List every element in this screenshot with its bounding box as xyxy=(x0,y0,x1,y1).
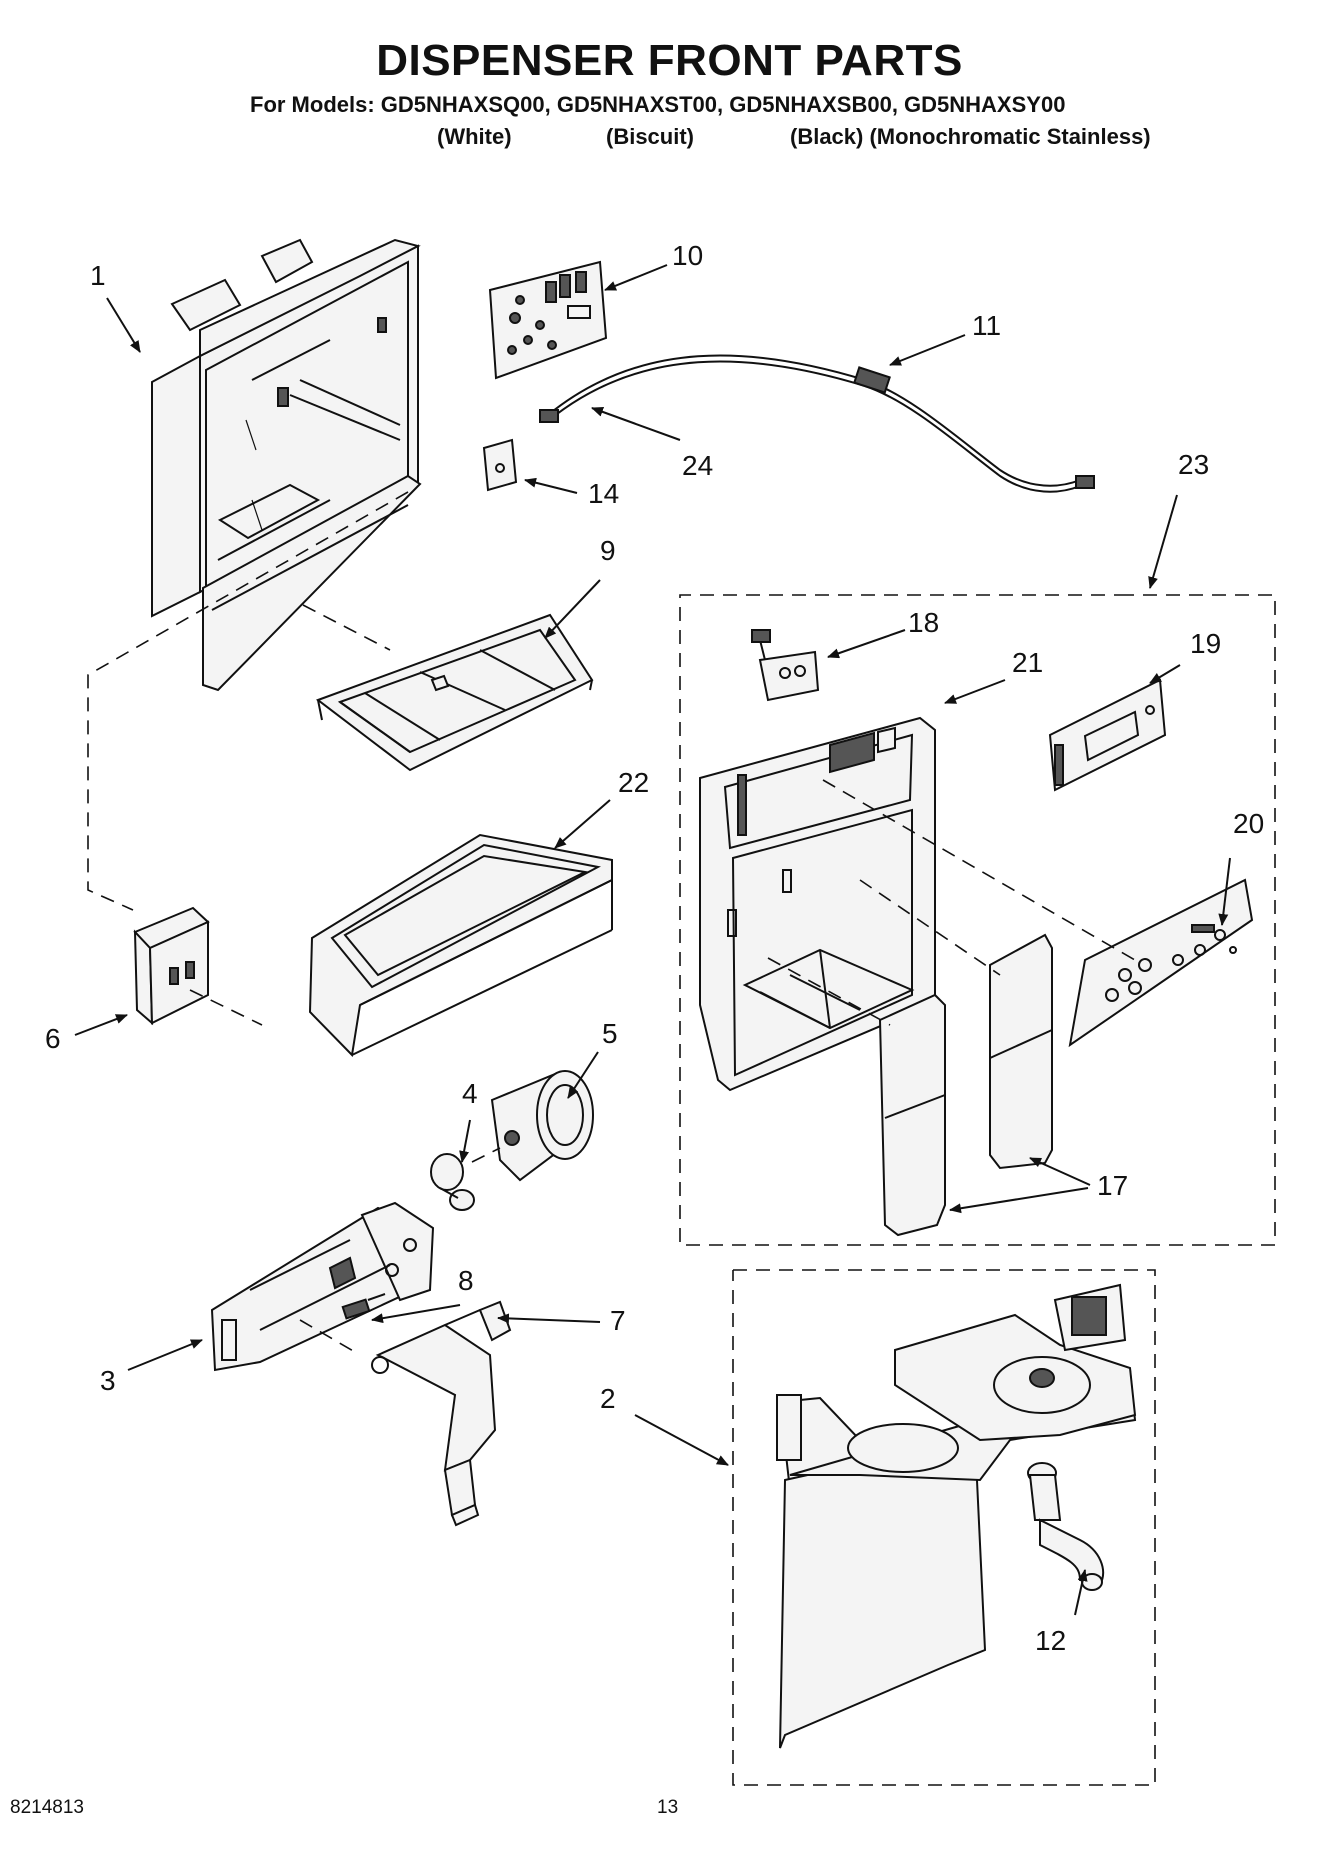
callout-9: 9 xyxy=(600,535,616,566)
variant-biscuit: (Biscuit) xyxy=(606,124,694,149)
part-14-bracket xyxy=(482,438,518,492)
part-8-screw xyxy=(341,1293,386,1320)
part-12-control-board xyxy=(488,260,608,380)
part-13-24-wire-harness xyxy=(539,354,1095,493)
callout-13: 11 xyxy=(972,310,1001,341)
part-1-dispenser-housing xyxy=(151,238,422,692)
callout-4: 4 xyxy=(462,1078,478,1109)
alignment-lines xyxy=(87,491,1136,1353)
callout-14: 14 xyxy=(588,478,619,509)
callout-22: 22 xyxy=(618,767,649,798)
callout-11: 2 xyxy=(600,1383,616,1414)
callout-10: 12 xyxy=(1035,1625,1066,1656)
part-4-coupler xyxy=(430,1153,475,1211)
callout-8: 8 xyxy=(458,1265,474,1296)
callout-17: 17 xyxy=(1097,1170,1128,1201)
callout-7: 7 xyxy=(610,1305,626,1336)
part-6-switch xyxy=(133,906,210,1026)
callout-19: 20 xyxy=(1233,808,1264,839)
part-21-dispenser-front xyxy=(699,716,936,1092)
callout-1: 1 xyxy=(90,260,106,291)
leader-arrows xyxy=(74,264,1231,1616)
callout-6: 6 xyxy=(45,1023,61,1054)
callout-24: 24 xyxy=(682,450,713,481)
part-18-circuit-board xyxy=(1048,678,1167,792)
page-title: DISPENSER FRONT PARTS xyxy=(376,36,963,85)
part-5-motor xyxy=(490,1070,594,1182)
callout-23: 23 xyxy=(1178,449,1209,480)
variant-white: (White) xyxy=(437,124,512,149)
part-19-overlay-panel xyxy=(1068,878,1254,1048)
part-11-ice-chute xyxy=(776,1283,1137,1749)
callout-18: 19 xyxy=(1190,628,1221,659)
part-10-fitting xyxy=(1027,1462,1105,1591)
dashed-group-box-11 xyxy=(732,1269,1156,1786)
callout-20: 18 xyxy=(908,607,939,638)
part-20-switch xyxy=(751,629,820,702)
callout-5: 5 xyxy=(602,1018,618,1049)
page-number: 13 xyxy=(657,1797,679,1818)
part-22-drip-tray xyxy=(308,833,613,1058)
dashed-group-box-23 xyxy=(679,594,1276,1246)
callout-labels: 1 10 11 24 14 23 9 18 21 19 20 22 6 5 4 … xyxy=(45,240,1264,1656)
part-17-paddles xyxy=(878,933,1053,1237)
variant-black-stainless: (Black) (Monochromatic Stainless) xyxy=(790,124,1151,149)
part-3-bracket-assembly xyxy=(210,1201,435,1372)
models-line: For Models: GD5NHAXSQ00, GD5NHAXST00, GD… xyxy=(250,92,1066,117)
part-9-tray-frame xyxy=(315,613,594,772)
part-7-actuator xyxy=(371,1300,512,1527)
doc-number: 8214813 xyxy=(10,1797,84,1818)
callout-21: 21 xyxy=(1012,647,1043,678)
callout-3: 3 xyxy=(100,1365,116,1396)
callout-12: 10 xyxy=(672,240,703,271)
